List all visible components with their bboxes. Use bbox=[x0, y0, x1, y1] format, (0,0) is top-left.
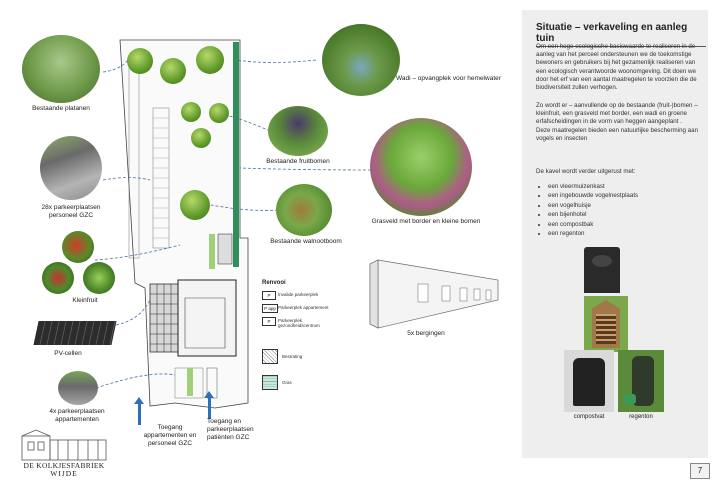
panel-paragraph-2: Zo wordt er – aanvullende op de bestaand… bbox=[536, 102, 699, 142]
plan-tree bbox=[160, 58, 186, 84]
compost-image bbox=[564, 350, 614, 412]
legend-box-2: P app bbox=[262, 304, 278, 313]
plan-tree bbox=[196, 46, 224, 74]
legend-item-1: Invalide parkeerplek bbox=[278, 292, 319, 297]
access-arrow bbox=[204, 391, 214, 419]
toegang-1-label: Toegang appartementen en personeel GZC bbox=[143, 424, 197, 447]
list-item: een vleermuizenkast bbox=[548, 182, 638, 191]
page-number: 7 bbox=[690, 463, 710, 479]
pv-photo bbox=[33, 321, 117, 345]
legend-swatch-bestrating bbox=[262, 349, 278, 364]
plan-tree bbox=[127, 48, 153, 74]
legend-item-5: Gras bbox=[282, 380, 292, 385]
plan-tree bbox=[180, 190, 210, 220]
panel-title: Situatie – verkaveling en aanleg tuin bbox=[536, 22, 706, 47]
legend-box-1: P bbox=[262, 291, 276, 300]
list-item: een bijenhotel bbox=[548, 210, 638, 219]
plan-tree bbox=[181, 102, 201, 122]
features-list: een vleermuizenkast een ingebouwde vogel… bbox=[536, 182, 638, 238]
parkeer-personeel-photo bbox=[40, 136, 102, 200]
pv-label: PV-cellen bbox=[54, 350, 82, 357]
bat-box-image bbox=[584, 247, 620, 293]
legend-item-4: Bestrating bbox=[282, 354, 303, 359]
wadi-label: Wadi – opvangplek voor hemelwater bbox=[396, 75, 501, 82]
connector-lines bbox=[94, 59, 372, 389]
logo-line2: WIJDE bbox=[50, 469, 78, 478]
legend-swatch-gras bbox=[262, 375, 278, 390]
compost-caption: compostvat bbox=[573, 414, 605, 420]
bee-hotel-image bbox=[584, 296, 628, 352]
legend-item-2: Parkeerplek appartement bbox=[278, 305, 329, 310]
legend: Renvooi P Invalide parkeerplek P app Par… bbox=[260, 280, 332, 395]
regenton-image bbox=[618, 350, 664, 412]
plan-tree bbox=[191, 128, 211, 148]
parkeer-personeel-label: 28x parkeerplaatsen personeel GZC bbox=[41, 204, 101, 219]
kleinfruit-label: Kleinfruit bbox=[72, 297, 98, 304]
legend-item-3: Parkeerplek gezondheidscentrum bbox=[278, 318, 320, 328]
walnoot-photo bbox=[276, 184, 332, 236]
platanen-label: Bestaande platanen bbox=[32, 105, 90, 112]
list-item: een compostbak bbox=[548, 220, 638, 229]
list-item: een regenton bbox=[548, 229, 638, 238]
info-panel: Situatie – verkaveling en aanleg tuin Om… bbox=[522, 10, 708, 458]
legend-box-3: P bbox=[262, 317, 276, 326]
logo-building-drawing bbox=[21, 429, 107, 461]
kleinfruit-photo-1 bbox=[62, 231, 94, 263]
kleinfruit-photo-3 bbox=[83, 262, 115, 294]
list-item: een ingebouwde vogelnestplaats bbox=[548, 191, 638, 200]
bergingen-label: 5x bergingen bbox=[407, 330, 445, 337]
parkeer-app-label: 4x parkeerplaatsen appartementen bbox=[49, 408, 105, 423]
grasveld-photo bbox=[370, 118, 472, 216]
bergingen-drawing bbox=[369, 259, 499, 329]
site-plan bbox=[119, 39, 249, 409]
fruitbomen-label: Bestaande fruitbomen bbox=[266, 158, 330, 165]
walnoot-label: Bestaande walnootboom bbox=[270, 238, 342, 245]
panel-paragraph-1: Om een hoge ecologische basiswaarde te r… bbox=[536, 43, 697, 92]
regenton-caption: regenton bbox=[629, 414, 653, 420]
platanen-photo bbox=[22, 35, 100, 103]
grasveld-label: Grasveld met border en kleine bomen bbox=[371, 218, 481, 225]
list-item: een vogelhuisje bbox=[548, 201, 638, 210]
panel-paragraph-3: De kavel wordt verder uitgerust met: bbox=[536, 168, 636, 175]
parkeer-app-photo bbox=[58, 371, 98, 405]
legend-title: Renvooi bbox=[262, 280, 286, 286]
wadi-photo bbox=[322, 24, 400, 96]
toegang-2-label: Toegang en parkeerplaatsen patiënten GZC bbox=[207, 418, 254, 441]
logo-line1: DE KOLKJESFABRIEK bbox=[23, 461, 105, 470]
access-arrow bbox=[134, 397, 144, 425]
kleinfruit-photo-2 bbox=[42, 262, 74, 294]
plan-tree bbox=[209, 103, 229, 123]
fruitbomen-photo bbox=[268, 106, 328, 156]
